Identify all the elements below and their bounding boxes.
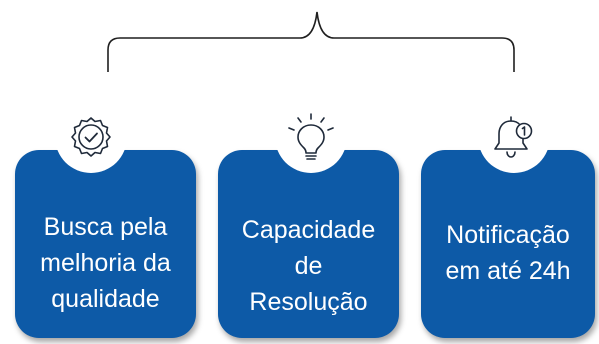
quality-badge-icon <box>55 101 127 173</box>
quality-card: Busca pela melhoria da qualidade <box>15 150 196 338</box>
quality-card-label: Busca pela melhoria da qualidade <box>40 213 171 313</box>
notification-card: Notificação em até 24h <box>421 150 595 338</box>
resolution-card: Capacidade de Resolução <box>218 150 399 338</box>
curly-brace <box>107 11 515 72</box>
lightbulb-icon <box>275 101 347 173</box>
notification-card-label: Notificação em até 24h <box>445 221 571 285</box>
resolution-card-label: Capacidade de Resolução <box>241 216 376 316</box>
notification-bell-icon <box>478 101 550 173</box>
